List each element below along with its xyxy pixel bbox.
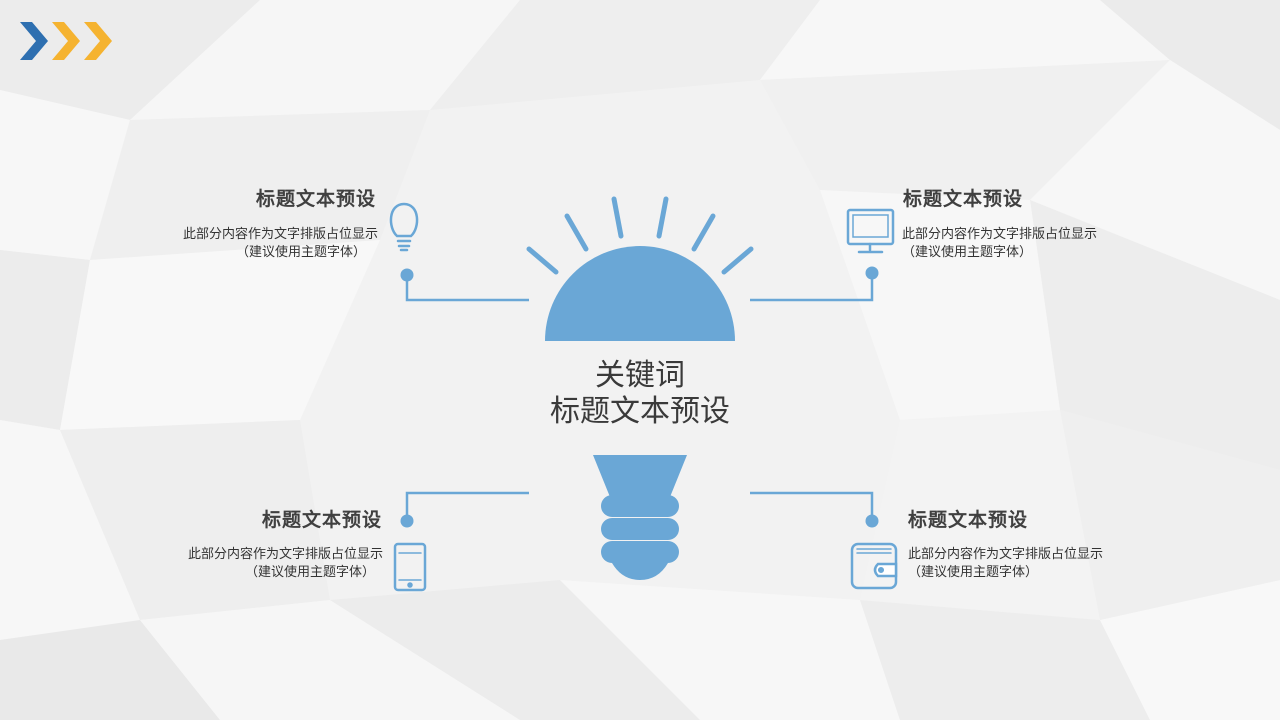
tablet-icon [393,542,427,592]
block-desc-line2: （建议使用主题字体） [902,245,1033,260]
connector-lines [405,273,874,520]
block-heading-top-left: 标题文本预设 [255,188,376,210]
block-desc-line2: （建议使用主题字体） [235,245,366,260]
block-desc-bottom-left: 此部分内容作为文字排版占位显示 （建议使用主题字体） [120,546,383,582]
bulb-base [593,455,687,580]
wallet-icon [850,542,898,590]
block-desc-line1: 此部分内容作为文字排版占位显示 [187,547,383,562]
block-heading-bottom-left: 标题文本预设 [261,509,382,531]
connector-dots [400,266,879,528]
block-desc-top-left: 此部分内容作为文字排版占位显示 （建议使用主题字体） [120,226,378,262]
bulb-top [545,246,735,341]
block-desc-line2: （建议使用主题字体） [908,565,1039,580]
block-desc-line1: 此部分内容作为文字排版占位显示 [182,227,378,242]
block-desc-line2: （建议使用主题字体） [244,565,375,580]
monitor-icon [846,208,895,254]
chevron-arrows-icon [20,22,112,60]
lightbulb-icon [389,202,419,252]
bulb-rays [526,196,754,275]
block-desc-bottom-right: 此部分内容作为文字排版占位显示 （建议使用主题字体） [908,546,1103,582]
block-desc-top-right: 此部分内容作为文字排版占位显示 （建议使用主题字体） [902,226,1097,262]
block-heading-top-right: 标题文本预设 [903,188,1024,210]
block-desc-line1: 此部分内容作为文字排版占位显示 [908,547,1104,562]
block-heading-bottom-right: 标题文本预设 [908,509,1029,531]
center-title: 标题文本预设 [550,394,730,429]
block-desc-line1: 此部分内容作为文字排版占位显示 [902,227,1098,242]
center-keyword: 关键词 [595,358,685,393]
